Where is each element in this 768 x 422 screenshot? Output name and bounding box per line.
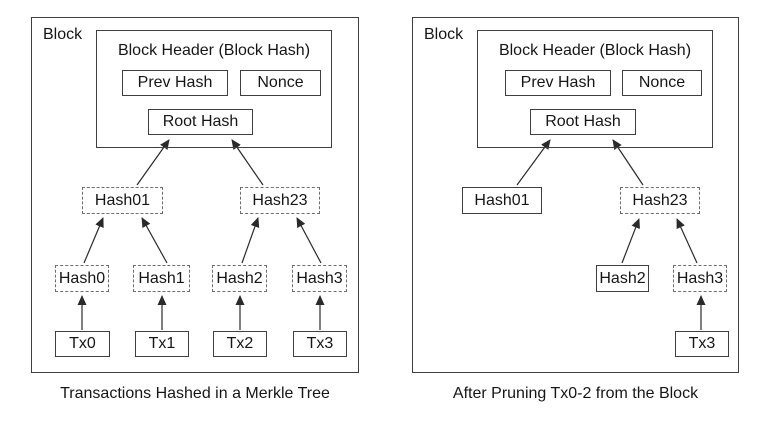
hash0-node: Hash0 [55, 265, 109, 292]
tx1-node: Tx1 [135, 331, 189, 357]
hash3-node: Hash3 [292, 265, 347, 292]
hash1-node: Hash1 [133, 265, 190, 292]
hash01-node: Hash01 [82, 187, 163, 214]
caption-pruned-tree: After Pruning Tx0-2 from the Block [452, 385, 699, 402]
hash01-node-pruned: Hash01 [462, 187, 542, 214]
tx2-node: Tx2 [213, 331, 267, 357]
root-hash-node-pruned: Root Hash [530, 109, 636, 135]
hash2-node: Hash2 [212, 265, 267, 292]
root-hash-node: Root Hash [148, 109, 253, 135]
caption-merkle-tree: Transactions Hashed in a Merkle Tree [60, 385, 330, 402]
hash2-node-pruned: Hash2 [596, 265, 649, 292]
hash23-node: Hash23 [240, 187, 320, 214]
tx3-node-pruned: Tx3 [675, 331, 729, 357]
nonce-node: Nonce [240, 70, 321, 96]
hash23-node-pruned: Hash23 [620, 187, 700, 214]
nonce-node-pruned: Nonce [622, 70, 702, 96]
block-header-box-pruned: Block Header (Block Hash) [477, 30, 713, 148]
block-label-pruned: Block [424, 26, 464, 43]
block-header-box: Block Header (Block Hash) [96, 30, 332, 148]
tx0-node: Tx0 [55, 331, 110, 357]
block-header-title: Block Header (Block Hash) [117, 42, 311, 59]
block-outline-pruned [412, 17, 739, 373]
block-outline [31, 17, 359, 373]
prev-hash-node-pruned: Prev Hash [505, 70, 611, 96]
prev-hash-node: Prev Hash [122, 70, 228, 96]
tx3-node: Tx3 [293, 331, 347, 357]
block-header-title-pruned: Block Header (Block Hash) [498, 42, 692, 59]
block-label: Block [43, 26, 83, 43]
hash3-node-pruned: Hash3 [673, 265, 727, 292]
